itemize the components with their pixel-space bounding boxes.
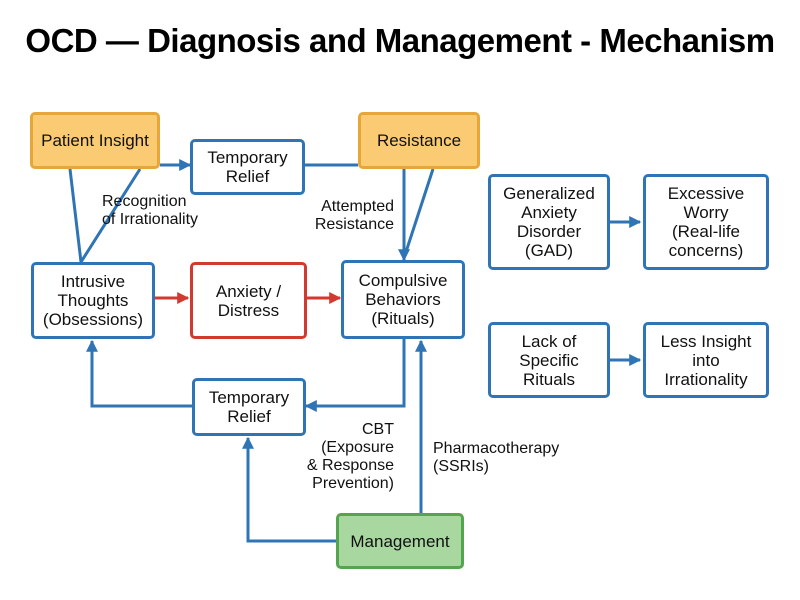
page-title: OCD — Diagnosis and Management - Mechani… [25,22,775,59]
node-compulsive-behaviors: Compulsive Behaviors (Rituals) [341,260,465,339]
arrow-management-to-relief [242,436,336,543]
arrow-compulsive-to-relief [304,339,406,412]
label-recognition: Recognition of Irrationality [102,193,199,228]
label-cbt: CBT (Exposure & Response Prevention) [306,421,394,492]
node-resistance: Resistance [358,112,480,169]
node-patient-insight: Patient Insight [30,112,160,169]
node-gad: Generalized Anxiety Disorder (GAD) [488,174,610,270]
line-insight-left [68,168,83,263]
node-excessive-worry: Excessive Worry (Real-life concerns) [643,174,769,270]
node-lack-of-rituals: Lack of Specific Rituals [488,322,610,398]
arrow-relief-to-intrusive [86,339,192,408]
node-temporary-relief-top: Temporary Relief [190,139,305,195]
line-insight-right [79,168,142,263]
line-resistance-right [402,168,435,259]
node-intrusive-thoughts: Intrusive Thoughts (Obsessions) [31,262,155,339]
node-anxiety-distress: Anxiety / Distress [190,262,307,339]
node-management: Management [336,513,464,569]
label-attempted-resistance: Attempted Resistance [314,198,394,233]
node-temporary-relief-bottom: Temporary Relief [192,378,306,436]
label-pharmacotherapy: Pharmacotherapy (SSRIs) [433,440,560,475]
node-less-insight: Less Insight into Irrationality [643,322,769,398]
